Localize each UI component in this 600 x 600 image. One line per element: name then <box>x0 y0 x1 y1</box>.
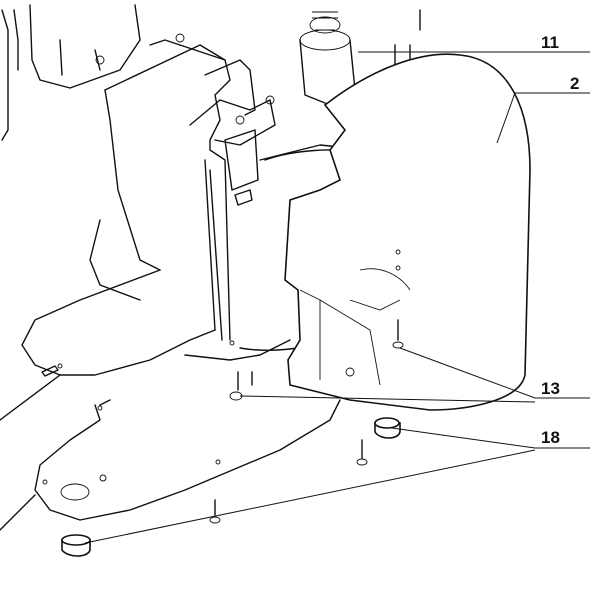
feet-18 <box>61 417 401 557</box>
cover-part-2 <box>284 53 531 411</box>
callout-label-18: 18 <box>541 428 560 447</box>
callout-label-13: 13 <box>541 379 560 398</box>
screws-13 <box>209 319 404 524</box>
chassis-frame <box>89 33 351 361</box>
leader-lines <box>84 51 590 544</box>
base-plate-upper <box>0 269 235 421</box>
callout-label-2: 2 <box>570 74 580 93</box>
base-plate-lower <box>0 399 341 531</box>
left-frame-part <box>1 4 141 141</box>
callout-label-11: 11 <box>541 33 559 52</box>
